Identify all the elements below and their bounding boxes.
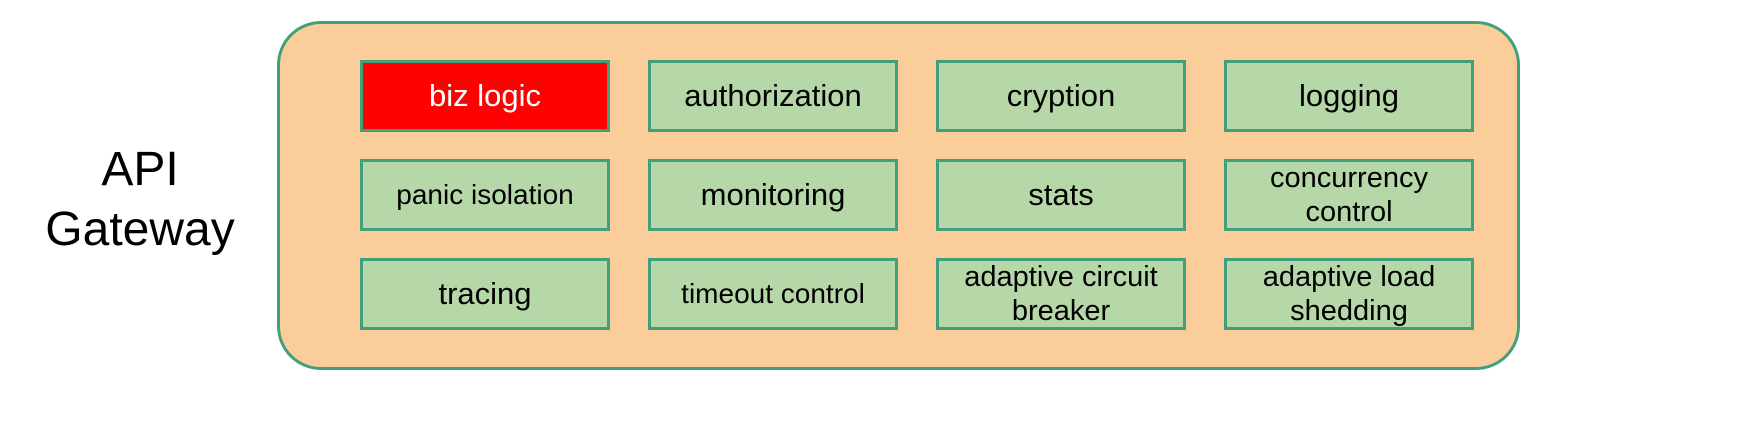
capability-box-cryption[interactable]: cryption — [936, 60, 1186, 132]
capability-box-authorization[interactable]: authorization — [648, 60, 898, 132]
capability-box-stats[interactable]: stats — [936, 159, 1186, 231]
api-gateway-title-label: API Gateway — [45, 143, 235, 256]
capability-box-adaptive-circuit-breaker[interactable]: adaptive circuit breaker — [936, 258, 1186, 330]
capability-box-adaptive-load-shedding[interactable]: adaptive load shedding — [1224, 258, 1474, 330]
capability-box-biz-logic[interactable]: biz logic — [360, 60, 610, 132]
capability-box-tracing[interactable]: tracing — [360, 258, 610, 330]
capability-box-panic-isolation[interactable]: panic isolation — [360, 159, 610, 231]
capability-box-monitoring[interactable]: monitoring — [648, 159, 898, 231]
capability-box-logging[interactable]: logging — [1224, 60, 1474, 132]
capability-box-concurrency-control[interactable]: concurrency control — [1224, 159, 1474, 231]
api-gateway-container: biz logic authorization cryption logging… — [277, 21, 1520, 370]
capability-grid: biz logic authorization cryption logging… — [360, 60, 1474, 336]
capability-box-timeout-control[interactable]: timeout control — [648, 258, 898, 330]
